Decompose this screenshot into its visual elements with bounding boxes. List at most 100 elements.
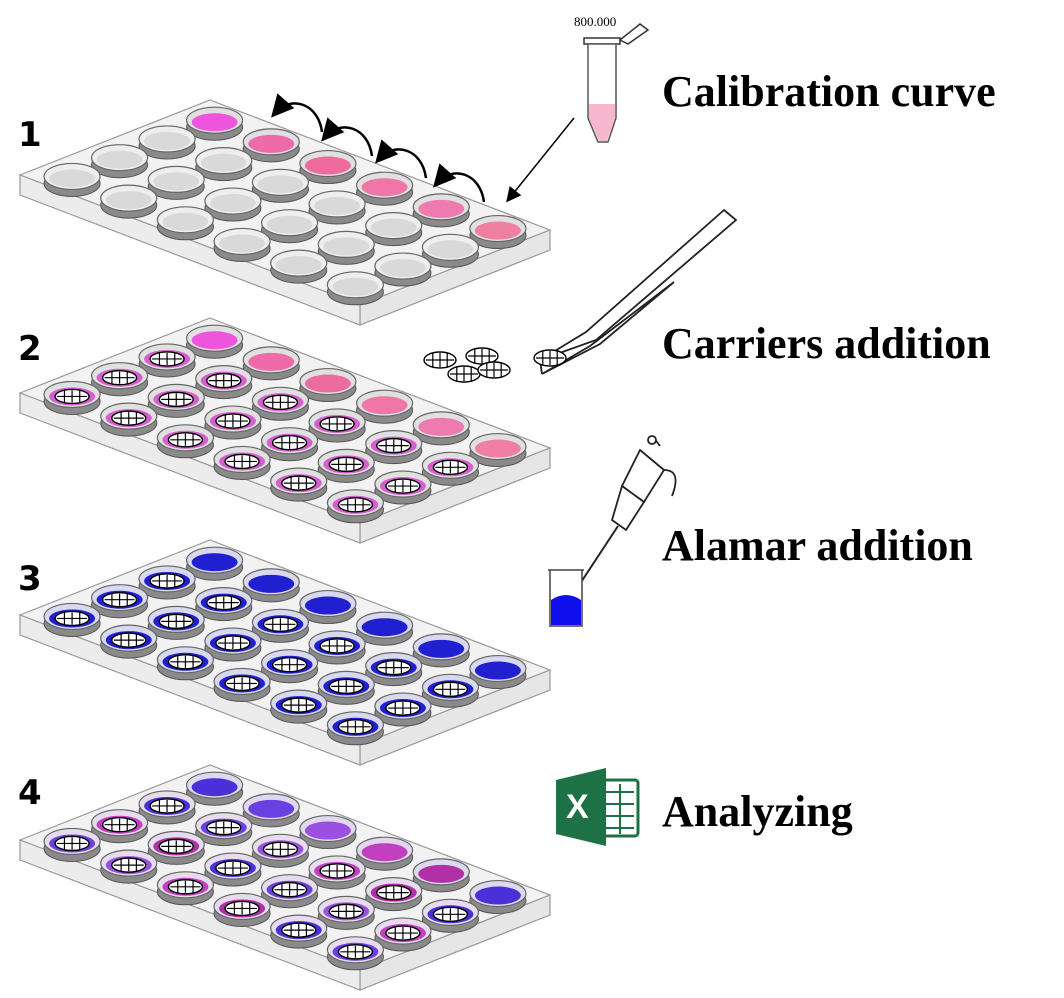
carrier-icon [281, 475, 317, 491]
carrier-icon [385, 700, 421, 716]
dilution-arrows [271, 93, 486, 203]
well-liquid [418, 199, 465, 218]
carrier-icon [206, 819, 242, 836]
carrier-icon [54, 835, 90, 852]
caption-carriers-addition: Carriers addition [662, 319, 991, 368]
carrier-icon [328, 903, 364, 920]
carrier-icon [533, 349, 567, 367]
excel-letter: X [566, 788, 589, 826]
well-liquid [209, 194, 256, 213]
well-liquid [191, 331, 238, 350]
well-liquid [144, 131, 191, 150]
carrier-icon [224, 900, 260, 917]
carrier-icon [149, 573, 185, 589]
carrier-icon [423, 351, 457, 369]
carrier-icon [281, 697, 317, 713]
carrier-icon [149, 798, 185, 814]
well-liquid [427, 240, 474, 259]
carrier-icon [337, 944, 374, 960]
well-liquid [304, 596, 351, 615]
well-liquid [153, 172, 200, 191]
carrier-icon [385, 925, 421, 941]
well-liquid [266, 215, 313, 234]
carrier-icon [224, 675, 260, 692]
carrier-icon [271, 657, 308, 673]
carrier-icon [385, 478, 421, 494]
step-number-3: 3 [18, 559, 42, 599]
plate-step-1 [18, 99, 552, 326]
carrier-icon [149, 351, 185, 367]
well-liquid [257, 175, 304, 194]
step-number-2: 2 [18, 329, 42, 369]
step-number-4: 4 [18, 773, 42, 813]
loose-carriers [423, 347, 567, 383]
carrier-icon [432, 459, 469, 475]
carrier-icon [215, 860, 251, 876]
carrier-icon [158, 838, 194, 855]
carrier-icon [224, 453, 260, 470]
well-liquid [370, 218, 417, 237]
tube-liquid [589, 104, 615, 141]
arrow-icon [506, 117, 575, 203]
well-liquid [248, 574, 295, 593]
well-liquid [200, 153, 247, 172]
step-number-1: 1 [18, 115, 42, 155]
tube-label: 800.000 [574, 14, 616, 29]
well-liquid [474, 221, 521, 240]
carrier-icon [319, 638, 355, 654]
carrier-icon [101, 592, 138, 608]
carrier-icon [101, 817, 138, 833]
well-liquid [304, 374, 351, 393]
carrier-icon [328, 456, 364, 473]
tube-icon: 800.000 [574, 14, 650, 143]
beaker-liquid [551, 595, 581, 625]
carrier-icon [319, 416, 355, 432]
well-liquid [361, 396, 408, 415]
tweezers-icon [539, 208, 738, 375]
carrier-icon [111, 857, 147, 873]
well-liquid [314, 196, 361, 215]
carrier-icon [281, 922, 317, 938]
well-liquid [361, 178, 408, 197]
well-liquid [474, 439, 521, 458]
well-liquid [248, 799, 295, 818]
plate-step-2 [18, 317, 552, 544]
carrier-icon [206, 594, 242, 611]
carrier-icon [167, 432, 204, 448]
plate-step-3 [18, 539, 552, 766]
curl-arrow-icon [321, 117, 374, 157]
carrier-icon [337, 497, 374, 513]
excel-tile [556, 768, 606, 846]
plate-step-4 [18, 764, 552, 991]
well-liquid [248, 352, 295, 371]
caption-calibration-curve: Calibration curve [662, 67, 996, 116]
carrier-icon [447, 365, 481, 383]
carrier-icon [376, 884, 412, 901]
carrier-icon [376, 659, 412, 676]
carrier-icon [111, 632, 147, 648]
well-liquid [474, 886, 521, 905]
well-liquid [275, 256, 322, 275]
caption-alamar-addition: Alamar addition [662, 521, 973, 570]
carrier-icon [432, 906, 469, 922]
carrier-icon [337, 719, 374, 735]
curl-arrow-icon [375, 139, 428, 179]
carrier-icon [167, 654, 204, 670]
well-liquid [418, 417, 465, 436]
well-liquid [418, 639, 465, 658]
well-liquid [219, 234, 266, 253]
carrier-icon [262, 394, 299, 410]
curl-arrow-icon [271, 93, 324, 133]
carrier-icon [465, 347, 499, 365]
well-liquid [49, 169, 96, 188]
well-liquid [361, 843, 408, 862]
well-liquid [323, 237, 370, 256]
carrier-icon [158, 613, 194, 630]
well-liquid [191, 113, 238, 132]
carrier-icon [271, 882, 308, 898]
carrier-icon [477, 361, 511, 379]
well-liquid [418, 864, 465, 883]
well-liquid [105, 191, 152, 210]
carrier-icon [54, 610, 90, 627]
